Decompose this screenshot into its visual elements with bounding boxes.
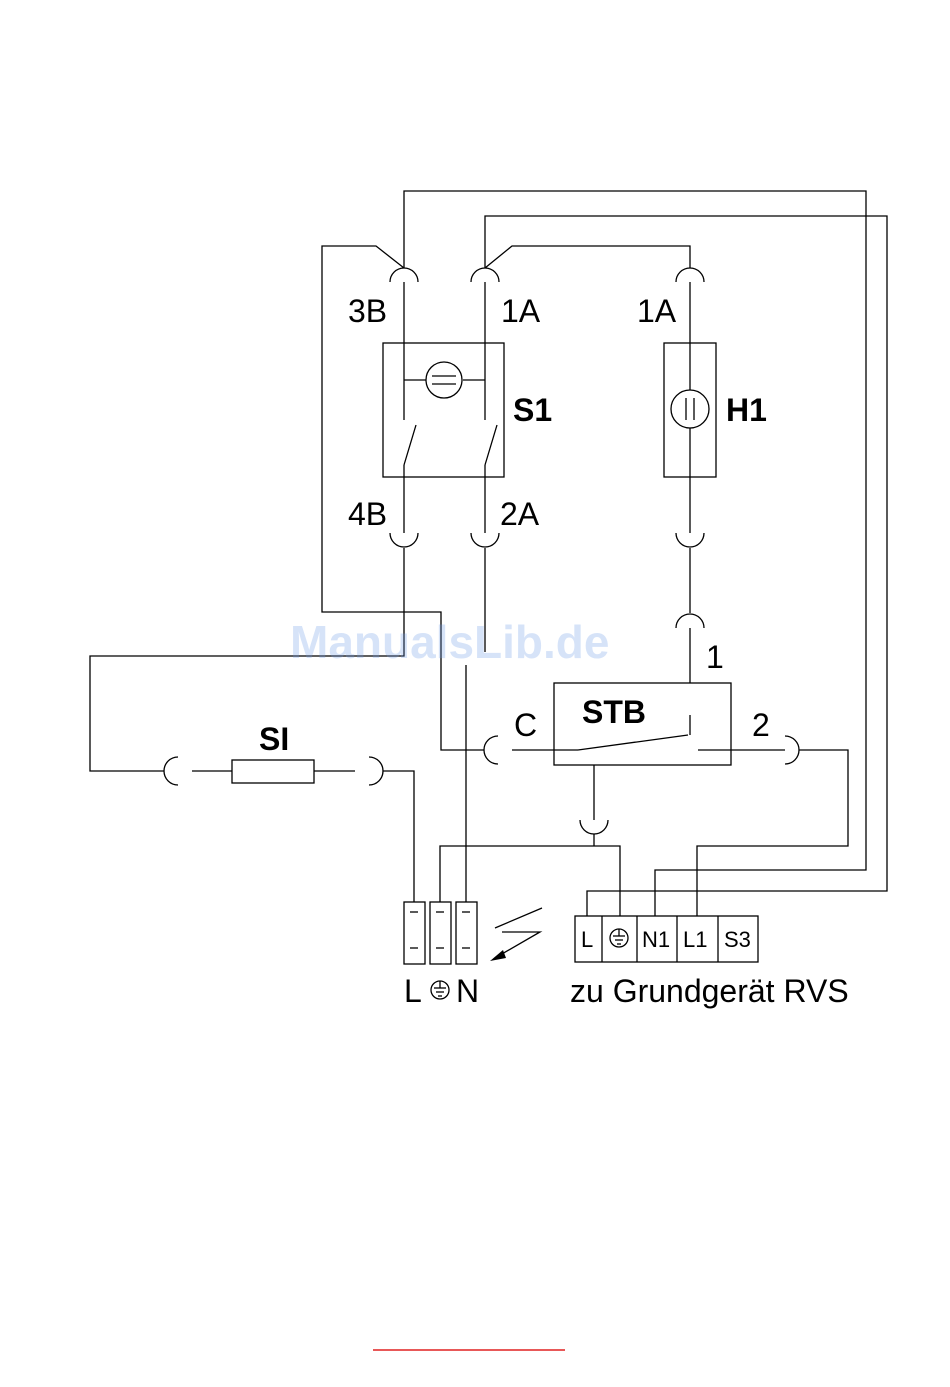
rvs-pin-s3: S3 — [724, 927, 751, 952]
label-rvs-caption: zu Grundgerät RVS — [570, 973, 849, 1009]
plug-stb-2 — [785, 736, 799, 764]
label-s1: S1 — [513, 392, 552, 428]
rvs-pin-l: L — [581, 927, 593, 952]
label-h1: H1 — [726, 392, 767, 428]
label-1a-switch: 1A — [501, 293, 541, 329]
label-mains-n: N — [456, 973, 479, 1009]
plug-3b — [390, 268, 418, 282]
plug-1a-lamp — [676, 268, 704, 282]
mains-terminal-l — [404, 902, 425, 964]
plug-1a-switch — [471, 268, 499, 282]
plug-4b — [390, 533, 418, 547]
label-mains-l: L — [404, 973, 422, 1009]
fuse-si — [192, 760, 355, 783]
plug-stb-c — [484, 736, 498, 764]
label-1a-lamp: 1A — [637, 293, 677, 329]
mains-terminal-n — [456, 902, 477, 964]
rvs-pin-n1: N1 — [642, 927, 670, 952]
lamp-h1 — [664, 343, 716, 477]
plug-fuse-left — [164, 757, 178, 785]
plug-lamp-lower — [676, 533, 704, 547]
wiring — [90, 191, 887, 916]
label-4b: 4B — [348, 496, 387, 532]
label-3b: 3B — [348, 293, 387, 329]
wire-3b-to-n1 — [404, 191, 866, 916]
label-stb: STB — [582, 694, 646, 730]
wire-1a-to-l — [485, 216, 887, 916]
earth-symbol-mains — [431, 981, 449, 999]
watermark: ManualsLib.de — [290, 616, 609, 668]
wire-fuse-to-l — [383, 771, 414, 902]
label-2a: 2A — [500, 496, 540, 532]
plug-2a — [471, 533, 499, 547]
label-si: SI — [259, 721, 289, 757]
wire-3b-feed-to-c — [322, 246, 484, 750]
wire-1a-to-lamp — [485, 246, 690, 268]
switch-s1-body — [383, 343, 504, 477]
lightning-upper — [495, 908, 542, 928]
rvs-pin-l1: L1 — [683, 927, 707, 952]
plug-stb-1 — [676, 614, 704, 628]
plug-stb-earth — [580, 820, 608, 834]
label-stb-pin-2: 2 — [752, 707, 770, 743]
stb-thermostat — [512, 683, 785, 765]
plug-fuse-right — [369, 757, 383, 785]
label-stb-pin-c: C — [514, 707, 537, 743]
lightning-arrow-head — [490, 950, 506, 961]
mains-terminal-block — [404, 902, 542, 964]
label-stb-pin-1: 1 — [706, 639, 724, 675]
mains-terminal-pe — [430, 902, 451, 964]
switch-s1 — [383, 343, 504, 477]
fuse-body — [232, 760, 314, 783]
